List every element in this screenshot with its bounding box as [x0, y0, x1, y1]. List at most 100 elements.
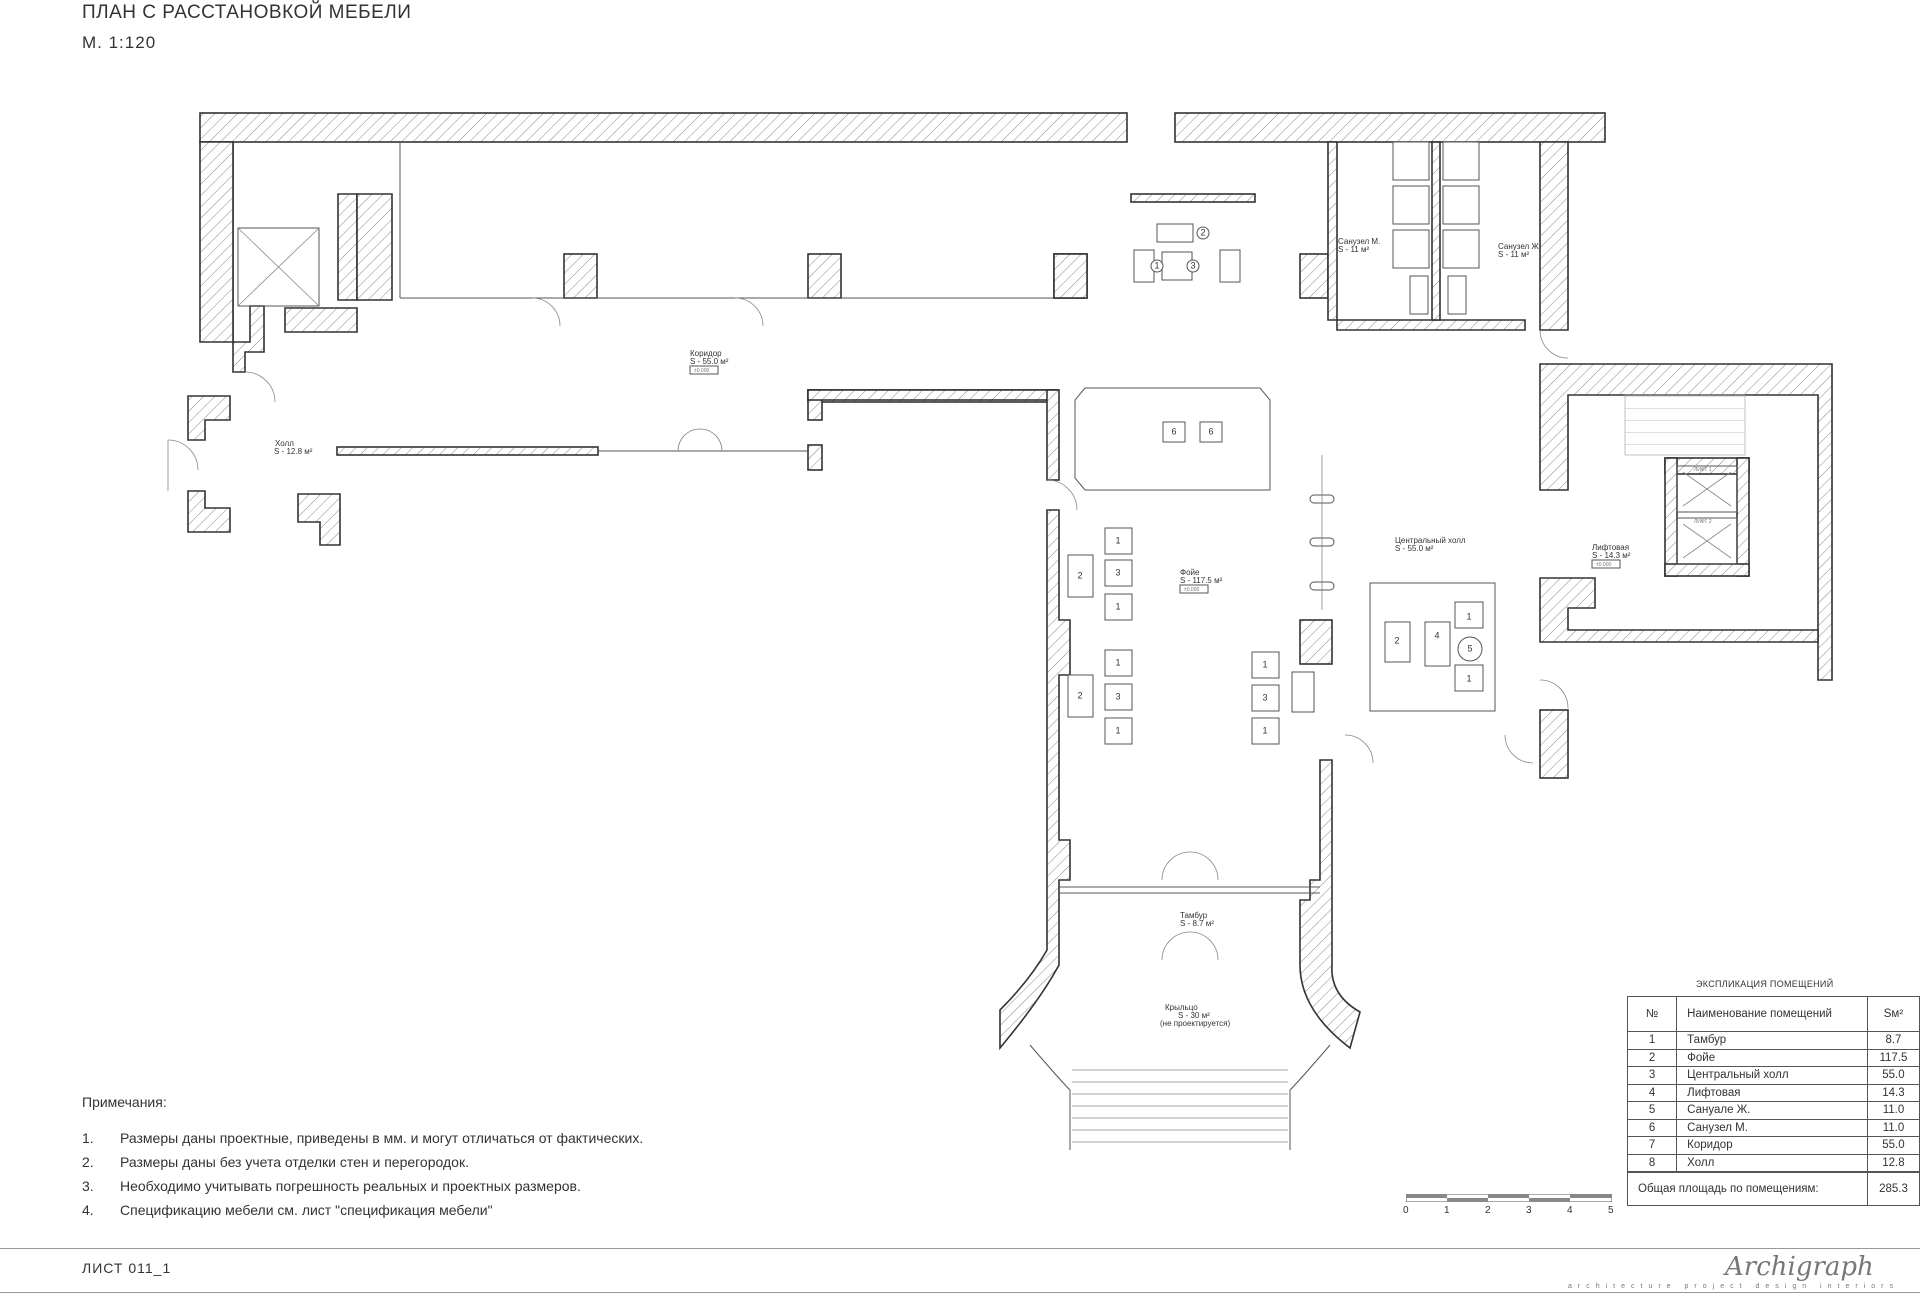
svg-text:3: 3: [1115, 567, 1120, 577]
svg-text:6: 6: [1208, 426, 1213, 436]
svg-text:Фойе: Фойе: [1180, 568, 1200, 577]
elevator-shaft-hall: [237, 227, 320, 307]
svg-text:±0.000: ±0.000: [1184, 587, 1199, 593]
svg-text:±0.000: ±0.000: [694, 368, 709, 374]
wall-lobby-left-col: [1053, 253, 1088, 299]
svg-text:±0.000: ±0.000: [1596, 562, 1611, 568]
studio-logo: Archigraph: [1725, 1252, 1874, 1282]
svg-text:S - 55.0 м²: S - 55.0 м²: [1395, 544, 1434, 553]
foyer-seating-middle: 1 3 1: [1251, 651, 1315, 745]
svg-text:Холл: Холл: [275, 439, 294, 448]
wall-top-left: [199, 112, 1128, 143]
wall-corridor-column1: [563, 253, 598, 299]
wall-lift-shaft-left: [1664, 457, 1678, 577]
note-item: 3.Необходимо учитывать погрешность реаль…: [82, 1178, 581, 1194]
wall-corridor-column2: [807, 253, 842, 299]
note-item: 2.Размеры даны без учета отделки стен и …: [82, 1154, 469, 1170]
sheet-number: ЛИСТ 011_1: [82, 1260, 172, 1276]
central-hall-seating: 2 4 1 5 1: [1369, 582, 1496, 712]
svg-text:S - 14.3 м²: S - 14.3 м²: [1592, 551, 1631, 560]
svg-text:1: 1: [1466, 611, 1471, 621]
lift-2-label: ЛИФТ 2: [1694, 519, 1712, 525]
svg-text:Лифтовая: Лифтовая: [1592, 543, 1629, 552]
svg-text:Тамбур: Тамбур: [1180, 911, 1208, 920]
scale-tick-label: 1: [1444, 1205, 1450, 1216]
room-label-foyer: Фойе S - 117.5 м² ±0.000: [1179, 568, 1223, 594]
svg-text:6: 6: [1171, 426, 1176, 436]
svg-text:4: 4: [1434, 630, 1439, 640]
title-block-top-line: [0, 1248, 1920, 1249]
svg-text:1: 1: [1115, 657, 1120, 667]
wall-foyer-left-upper: [1046, 389, 1060, 481]
wall-left-column: [199, 141, 234, 343]
svg-text:S - 117.5 м²: S - 117.5 м²: [1180, 576, 1223, 585]
room-label-central-hall: Центральный холл S - 55.0 м²: [1395, 536, 1466, 553]
lift-1-label: ЛИФТ 1: [1694, 467, 1712, 473]
wall-hall-lower-left: [187, 395, 231, 441]
room-label-elevator: Лифтовая S - 14.3 м² ±0.000: [1591, 543, 1631, 569]
svg-text:Санузел М.: Санузел М.: [1338, 237, 1380, 246]
svg-text:2: 2: [1200, 227, 1205, 237]
scale-tick-label: 3: [1526, 1205, 1532, 1216]
note-item: 1.Размеры даны проектные, приведены в мм…: [82, 1130, 644, 1146]
room-label-hall: Холл S - 12.8 м²: [274, 439, 313, 456]
drawing-title: ПЛАН С РАССТАНОВКОЙ МЕБЕЛИ: [82, 2, 412, 23]
scale-tick-label: 5: [1608, 1205, 1614, 1216]
svg-text:1: 1: [1262, 725, 1267, 735]
wall-wc-block-left: [1327, 141, 1338, 321]
svg-text:1: 1: [1466, 673, 1471, 683]
wall-lift-lobby-bottom: [1539, 577, 1819, 643]
title-block-bottom-line: [0, 1292, 1920, 1293]
svg-text:1: 1: [1115, 725, 1120, 735]
svg-text:S - 55.0 м²: S - 55.0 м²: [690, 357, 729, 366]
svg-text:2: 2: [1077, 690, 1082, 700]
scale-tick-label: 2: [1485, 1205, 1491, 1216]
svg-text:(не проектируется): (не проектируется): [1160, 1019, 1231, 1028]
bollards: [1309, 455, 1335, 610]
wall-lift-shaft-bottom: [1664, 563, 1750, 577]
stairs: [1624, 394, 1746, 456]
wall-corridor-pillar: [807, 444, 823, 471]
svg-text:S - 11 м²: S - 11 м²: [1338, 245, 1369, 254]
wall-hall-bottom: [297, 493, 341, 546]
scale-tick-label: 0: [1403, 1205, 1409, 1216]
wall-wc-separator: [1431, 141, 1441, 321]
table-total-row: Общая площадь по помещениям: 285.3: [1627, 1171, 1920, 1206]
svg-text:Коридор: Коридор: [690, 349, 722, 358]
room-label-vestibule: Тамбур S - 8.7 м²: [1180, 911, 1214, 928]
svg-text:3: 3: [1262, 692, 1267, 702]
scale-tick-label: 4: [1567, 1205, 1573, 1216]
svg-text:Центральный холл: Центральный холл: [1395, 536, 1466, 545]
wall-lift-lower-right: [1539, 709, 1569, 779]
svg-text:3: 3: [1115, 691, 1120, 701]
wc-cabins: [1392, 141, 1480, 315]
svg-text:Крыльцо: Крыльцо: [1165, 1003, 1198, 1012]
wall-foyer-left: [999, 509, 1071, 1051]
wall-lift-shaft-right: [1736, 457, 1750, 577]
drawing-scale: М. 1:120: [82, 33, 157, 52]
wall-foyer-right: [1299, 759, 1361, 1050]
note-item: 4.Спецификацию мебели см. лист "специфик…: [82, 1202, 493, 1218]
wall-hall-side: [356, 193, 393, 301]
reception-desk: 6 6: [1074, 387, 1271, 491]
svg-text:S - 11 м²: S - 11 м²: [1498, 250, 1529, 259]
svg-text:S - 30 м²: S - 30 м²: [1178, 1011, 1210, 1020]
lobby-furniture: 2 3 1: [1133, 223, 1241, 283]
porch-steps: [1072, 1069, 1288, 1143]
porch-outline: [1029, 1044, 1071, 1150]
svg-text:5: 5: [1467, 643, 1472, 653]
wall-wc-bottom: [1336, 319, 1526, 331]
wall-foyer-column: [1299, 619, 1333, 665]
scale-bar: [1406, 1194, 1612, 1202]
wall-hall-lower-left2: [187, 490, 231, 533]
room-label-porch: Крыльцо S - 30 м² (не проектируется): [1160, 1003, 1231, 1028]
svg-text:1: 1: [1115, 535, 1120, 545]
wall-top-right: [1174, 112, 1606, 143]
